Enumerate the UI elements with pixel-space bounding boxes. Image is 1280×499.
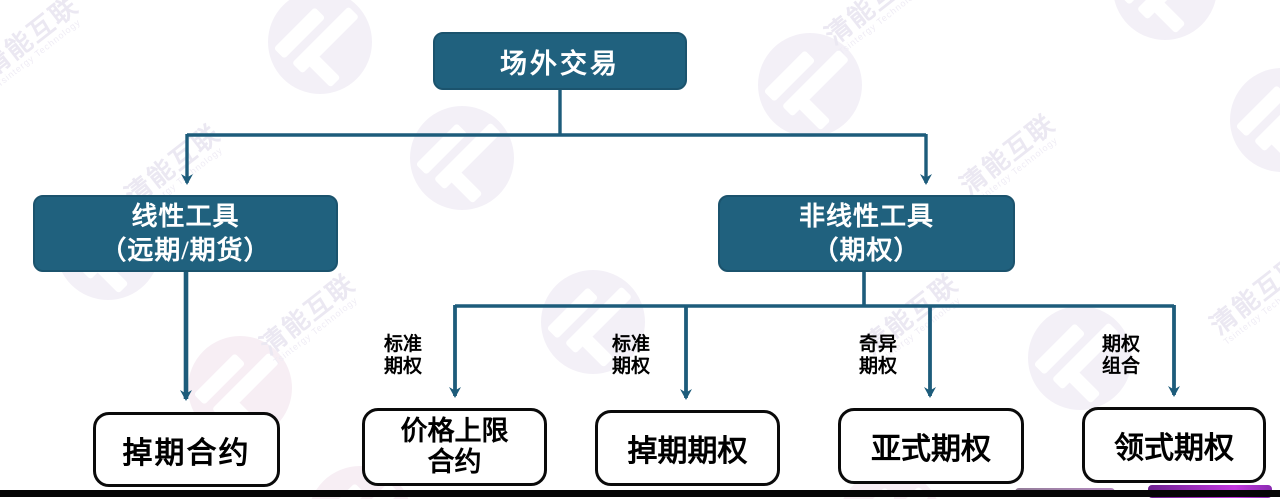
node-label-line1: 非线性工具: [798, 201, 934, 231]
node-label-line2: （远期/期货）: [100, 235, 271, 265]
node-nonlinear-instruments: 非线性工具 （期权）: [718, 195, 1015, 272]
node-label-line1: 领式期权: [1114, 432, 1234, 465]
edge-label-option-combination: 期权 组合: [1101, 334, 1140, 377]
node-otc-trading: 场外交易: [433, 32, 687, 90]
node-label-line1: 亚式期权: [871, 433, 991, 466]
bottom-divider-bar: [0, 490, 1280, 497]
node-label-line1: 掉期合约: [122, 436, 251, 470]
node-label-line2: 合约: [427, 447, 482, 477]
node-label-line1: 掉期期权: [627, 435, 748, 468]
watermark-logo-icon: [1028, 306, 1132, 410]
node-price-cap-contract: 价格上限 合约: [362, 408, 547, 486]
edge-label-standard-option-2: 标准 期权: [611, 334, 650, 377]
watermark-logo-icon: [541, 270, 645, 374]
edge-label-exotic-option: 奇异 期权: [858, 334, 897, 377]
watermark-logo-icon: [410, 106, 514, 210]
node-label-line2: （期权）: [812, 235, 921, 265]
node-linear-instruments: 线性工具 （远期/期货）: [33, 195, 338, 272]
node-collar-option: 领式期权: [1082, 407, 1266, 483]
watermark-logo-icon: [268, 0, 372, 94]
node-swap-contract: 掉期合约: [93, 412, 280, 487]
edge-label-standard-option-1: 标准 期权: [383, 334, 422, 377]
watermark-logo-icon: [758, 33, 862, 137]
node-label-line1: 线性工具: [131, 201, 240, 231]
node-asian-option: 亚式期权: [838, 408, 1024, 484]
node-label-line1: 价格上限: [400, 416, 509, 446]
node-label: 场外交易: [500, 48, 620, 79]
node-swaption: 掉期期权: [595, 410, 780, 486]
